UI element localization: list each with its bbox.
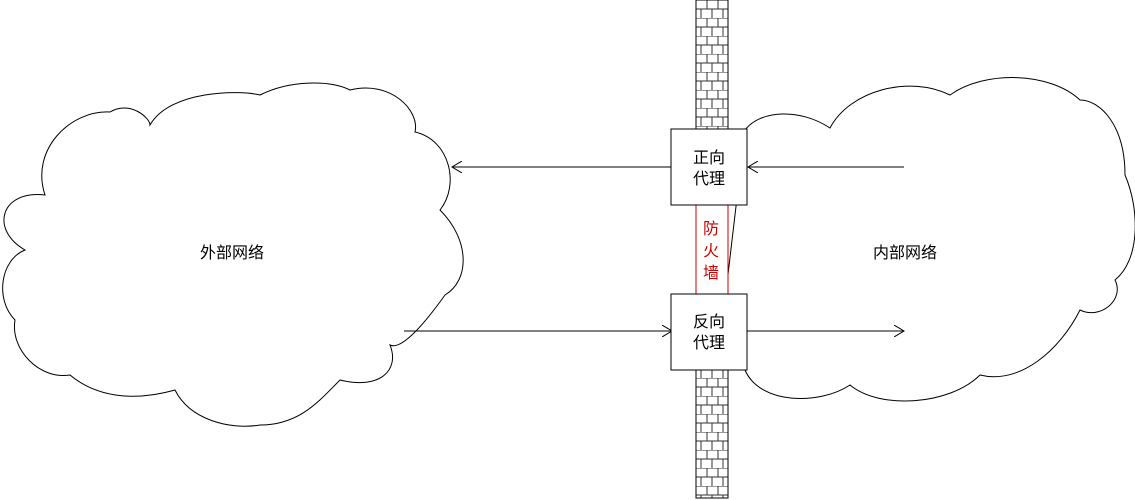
forward-proxy-label-2: 代理: [693, 169, 725, 188]
firewall-strip: [695, 203, 729, 297]
reverse-proxy-label-1: 反向: [693, 312, 725, 331]
reverse-proxy-label-2: 代理: [693, 333, 725, 352]
firewall-label-2: 火: [703, 241, 719, 260]
internal-network-label: 内部网络: [873, 243, 937, 262]
firewall-label-1: 防: [703, 219, 719, 238]
firewall-brick-top: [695, 0, 729, 131]
external-network-cloud: [2, 82, 464, 427]
reverse-proxy-box: [670, 293, 748, 371]
firewall-label-3: 墙: [703, 263, 719, 282]
forward-proxy-box: [670, 128, 748, 206]
internal-network-cloud: [722, 77, 1135, 402]
external-network-label: 外部网络: [200, 243, 264, 262]
firewall-brick-bottom: [695, 367, 729, 499]
forward-proxy-label-1: 正向: [693, 148, 725, 167]
